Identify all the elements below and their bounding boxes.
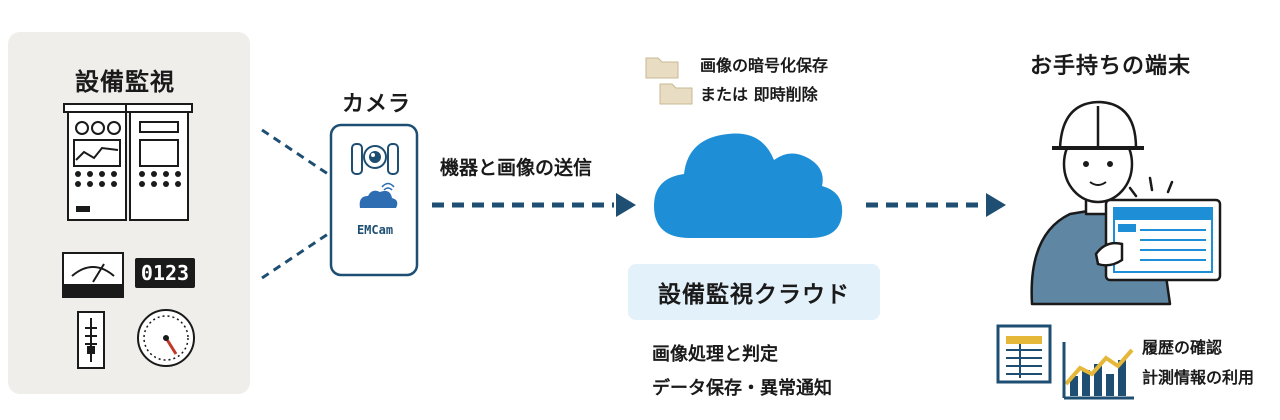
- control-cabinet-icon: [63, 103, 193, 221]
- terminal-line2: 計測情報の利用: [1142, 368, 1255, 387]
- pressure-gauge-icon: [137, 309, 195, 367]
- transmission-label: 機器と画像の送信: [440, 157, 593, 179]
- storage-line2: または 即時削除: [700, 85, 818, 104]
- camera-title: カメラ: [342, 92, 412, 117]
- camera-device: EMCam: [329, 123, 419, 277]
- equipment-title: 設備監視: [75, 68, 175, 96]
- measurement-chart-icon: [1062, 342, 1134, 400]
- display-digits: 0123: [141, 261, 189, 285]
- terminal-line1: 履歴の確認: [1142, 338, 1223, 357]
- cloud-title: 設備監視クラウド: [628, 264, 880, 320]
- folder-icon: [645, 57, 693, 105]
- panel-camera-connector: [261, 128, 329, 280]
- worker-with-tablet-icon: [1030, 100, 1222, 306]
- analog-meter-icon: [62, 252, 124, 298]
- cloud-line1: 画像処理と判定: [652, 344, 778, 365]
- level-gauge-icon: [77, 311, 105, 369]
- cloud-terminal-arrow: [866, 193, 1006, 217]
- cloud-icon: [654, 133, 843, 238]
- camera-cloud-arrow: [432, 193, 636, 217]
- cloud-line2: データ保存・異常通知: [652, 378, 832, 399]
- camera-brand: EMCam: [357, 223, 393, 237]
- terminal-title: お手持ちの端末: [1030, 54, 1192, 79]
- history-document-icon: [996, 324, 1052, 384]
- storage-line1: 画像の暗号化保存: [700, 56, 829, 75]
- digital-display-icon: 0123: [135, 258, 195, 288]
